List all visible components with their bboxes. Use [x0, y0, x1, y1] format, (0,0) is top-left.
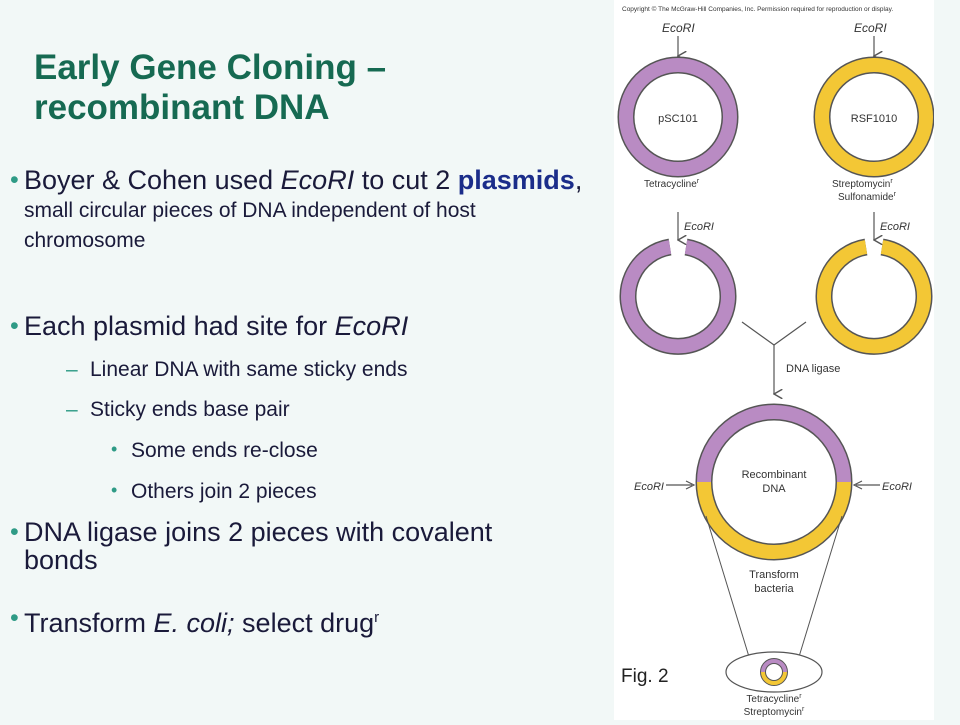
ecori-label-left-mid: EcoRI [684, 221, 714, 233]
recombinant-dna-label: DNA [762, 483, 786, 495]
recombinant-plasmid: Recombinant DNA [695, 403, 853, 561]
bullet-dot: • [10, 166, 19, 194]
bottom-tetracycline-marker: Tetracycliner [746, 693, 802, 705]
ecori-label-right-junction: EcoRI [882, 481, 912, 493]
ecori-label-left-junction: EcoRI [634, 481, 664, 493]
slide-title: Early Gene Cloning – recombinant DNA [34, 48, 387, 127]
bacterium-cell [725, 651, 823, 693]
bottom-streptomycin-marker: Streptomycinr [744, 706, 805, 718]
dna-ligase-label: DNA ligase [786, 363, 840, 375]
copyright-text: Copyright © The McGraw-Hill Companies, I… [622, 5, 893, 13]
bullet-boyer-cohen: • Boyer & Cohen used EcoRI to cut 2 plas… [10, 165, 583, 252]
bullet-dot: • [10, 518, 19, 546]
transform-label: Transform [749, 569, 799, 581]
rsf1010-label: RSF1010 [851, 113, 897, 125]
bullet-ecori-site: • Each plasmid had site for EcoRI [10, 311, 409, 341]
figure-label: Fig. 2 [617, 666, 673, 688]
sub-bullet-sticky-ends: – Sticky ends base pair [66, 398, 290, 421]
cloning-figure: Copyright © The McGraw-Hill Companies, I… [614, 0, 935, 720]
cut-plasmid-right [815, 238, 933, 355]
cut-plasmid-left [619, 238, 737, 355]
transform-cone [705, 515, 843, 661]
bullet-dna-ligase: • DNA ligase joins 2 pieces with covalen… [10, 517, 493, 575]
sub-bullet-linear-dna: – Linear DNA with same sticky ends [66, 358, 408, 381]
plasmids-term: plasmids [457, 165, 575, 195]
ecori-label-right-mid: EcoRI [880, 221, 910, 233]
psc101-label: pSC101 [658, 113, 698, 125]
plasmid-rsf1010: RSF1010 [813, 56, 935, 178]
bacteria-label: bacteria [754, 583, 794, 595]
tetracycline-marker: Tetracycliner [644, 178, 700, 190]
cloning-diagram: Copyright © The McGraw-Hill Companies, I… [617, 5, 935, 718]
sub-sub-bullet-join: • Others join 2 pieces [111, 480, 317, 503]
plasmid-psc101: pSC101 [617, 56, 739, 178]
convergence-lines [741, 321, 807, 346]
bullet-dot: • [10, 604, 19, 632]
streptomycin-marker: Streptomycinr [832, 178, 893, 190]
recombinant-label: Recombinant [742, 469, 807, 481]
bullet-transform: • Transform E. coli; select drugr [10, 604, 380, 638]
ecori-label-left-top: EcoRI [662, 21, 695, 35]
ecori-label-right-top: EcoRI [854, 21, 887, 35]
sub-sub-bullet-reclose: • Some ends re-close [111, 439, 318, 462]
bullet-dot: • [10, 312, 19, 340]
sulfonamide-marker: Sulfonamider [838, 191, 897, 203]
